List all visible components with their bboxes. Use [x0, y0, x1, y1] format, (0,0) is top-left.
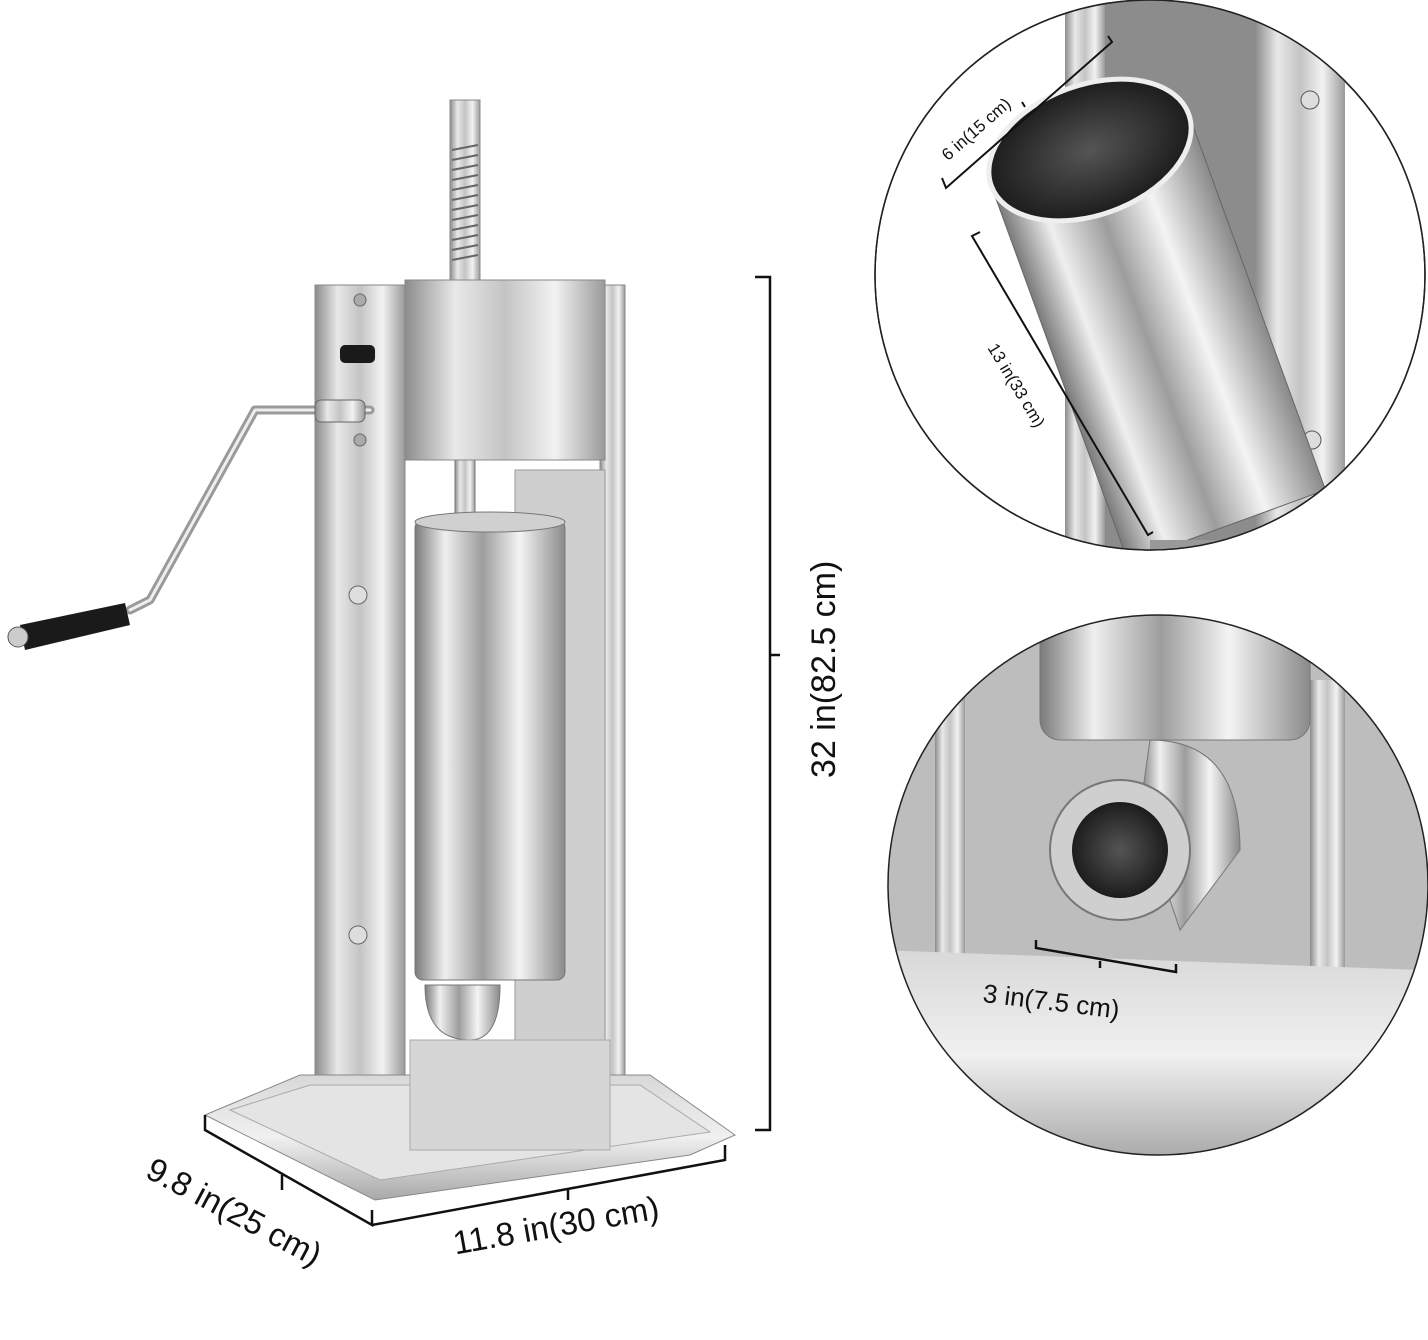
dimension-lines [203, 275, 780, 1228]
cylinder [414, 511, 566, 1041]
crank-handle [7, 345, 375, 650]
threaded-rod [449, 99, 481, 521]
base-plate [203, 1039, 737, 1201]
detail-circle-bottom [887, 614, 1428, 1156]
detail-circle-top [874, 0, 1426, 551]
height-dimension-label: 32 in(82.5 cm) [805, 560, 843, 778]
top-housing [404, 279, 606, 461]
